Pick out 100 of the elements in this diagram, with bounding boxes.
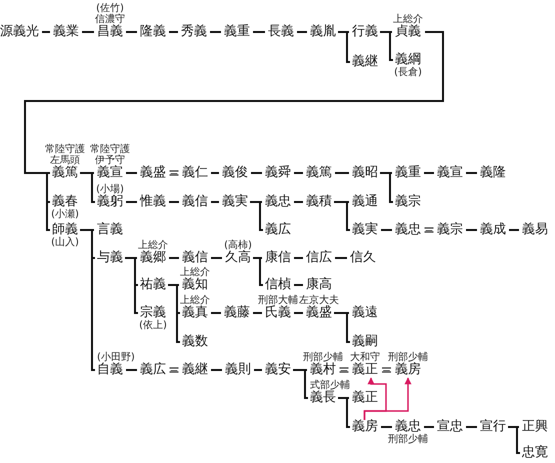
person-name: 義俊 xyxy=(222,166,248,180)
person-name: 義郷 xyxy=(140,251,166,265)
person-name: 義通 xyxy=(352,195,378,209)
person-name: 氏義 xyxy=(265,306,291,320)
connector-line xyxy=(169,201,179,203)
person-name: 隆義 xyxy=(140,25,166,39)
name-note: (長倉) xyxy=(394,67,422,78)
person-name: 義篤 xyxy=(306,166,332,180)
connector-line xyxy=(508,426,520,454)
person-name: 義易 xyxy=(522,223,548,237)
person-name: 義盛 xyxy=(140,166,166,180)
connector-line xyxy=(253,257,263,286)
connector-line xyxy=(169,31,178,33)
person-name: 義積 xyxy=(306,195,332,209)
person-name: 義真 xyxy=(182,306,208,320)
person-name: 義重 xyxy=(224,25,250,39)
person-name: 義広 xyxy=(265,223,291,237)
person-name: 長義 xyxy=(268,25,294,39)
person-name: 義数 xyxy=(182,335,208,349)
connector-line xyxy=(80,172,95,203)
connector-line xyxy=(338,397,350,428)
name-note: 刑部少輔 xyxy=(303,352,343,363)
connector-line xyxy=(211,172,219,174)
connector-line xyxy=(82,31,94,33)
connector-line xyxy=(250,201,263,231)
person-name: 祐義 xyxy=(140,278,166,292)
person-name: 義藤 xyxy=(224,306,250,320)
person-name: 自義 xyxy=(97,363,123,377)
person-name: 義篤 xyxy=(52,166,78,180)
name-note: 伊予守 xyxy=(95,155,125,166)
name-note: (小場) xyxy=(96,184,124,195)
connector-line xyxy=(211,257,222,259)
person-name: 義重 xyxy=(395,166,421,180)
person-name: 与義 xyxy=(97,251,123,265)
person-name: 義継 xyxy=(352,55,378,69)
name-note: (小瀬) xyxy=(51,209,79,220)
connector-line xyxy=(339,368,349,372)
person-name: 義躬 xyxy=(97,195,123,209)
person-name: 義嗣 xyxy=(352,335,378,349)
connector-line xyxy=(380,172,393,203)
connector-line xyxy=(211,312,221,314)
connector-line xyxy=(126,31,137,33)
person-name: 信広 xyxy=(306,251,332,265)
person-name: 宗義 xyxy=(140,306,166,320)
name-note: 上総介 xyxy=(180,267,210,278)
connector-line xyxy=(424,228,434,232)
person-name: 義業 xyxy=(53,25,79,39)
name-note: 刑部少輔 xyxy=(388,352,428,363)
person-name: 義正 xyxy=(352,363,378,377)
person-name: 義則 xyxy=(225,363,251,377)
person-name: 義信 xyxy=(182,195,208,209)
connector-line xyxy=(253,31,265,33)
person-name: 行義 xyxy=(352,25,378,39)
person-name: 源義光 xyxy=(0,25,39,39)
person-name: 信久 xyxy=(350,251,376,265)
name-note: 常陸守護 xyxy=(90,144,130,155)
person-name: 義房 xyxy=(352,420,378,434)
person-name: 宣行 xyxy=(480,420,506,434)
connector-line xyxy=(211,201,219,203)
person-name: 義宣 xyxy=(437,166,463,180)
name-note: 信濃守 xyxy=(95,14,125,25)
person-name: 義安 xyxy=(265,363,291,377)
person-name: 義実 xyxy=(352,223,378,237)
name-note: (高柿) xyxy=(224,240,252,251)
person-name: 言義 xyxy=(97,223,123,237)
connector-line xyxy=(211,369,222,371)
connector-line xyxy=(294,172,303,174)
connector-line xyxy=(169,170,179,176)
connector-line xyxy=(42,31,50,33)
person-name: 忠寛 xyxy=(522,446,548,460)
name-note: (山入) xyxy=(51,237,79,248)
name-note: 刑部大輔 xyxy=(258,295,298,306)
person-name: 正興 xyxy=(522,420,548,434)
connector-line xyxy=(253,312,262,314)
name-note: 常陸守護 xyxy=(45,144,85,155)
person-name: 義忠 xyxy=(395,420,421,434)
connector-line xyxy=(382,368,392,372)
connector-line xyxy=(335,257,347,259)
name-note: 刑部少輔 xyxy=(388,434,428,445)
connector-line xyxy=(294,201,303,203)
person-name: 義綱 xyxy=(395,53,421,67)
person-name: 師義 xyxy=(52,223,78,237)
connector-line xyxy=(294,284,303,286)
name-note: 上総介 xyxy=(393,14,423,25)
person-name: 康信 xyxy=(265,251,291,265)
connector-line xyxy=(169,368,179,372)
connector-line xyxy=(126,172,137,174)
person-name: 久高 xyxy=(225,251,251,265)
person-name: 義宣 xyxy=(97,166,123,180)
connector-line xyxy=(509,229,519,231)
connector-line xyxy=(466,172,477,174)
person-name: 義実 xyxy=(222,195,248,209)
person-name: 義正 xyxy=(352,391,378,405)
name-note: (佐竹) xyxy=(96,3,124,14)
connector-line xyxy=(424,426,434,428)
connector-line xyxy=(125,257,138,314)
connector-line xyxy=(381,229,392,231)
connector-line xyxy=(334,312,350,343)
connector-line xyxy=(254,369,262,371)
person-name: 義長 xyxy=(310,391,336,405)
